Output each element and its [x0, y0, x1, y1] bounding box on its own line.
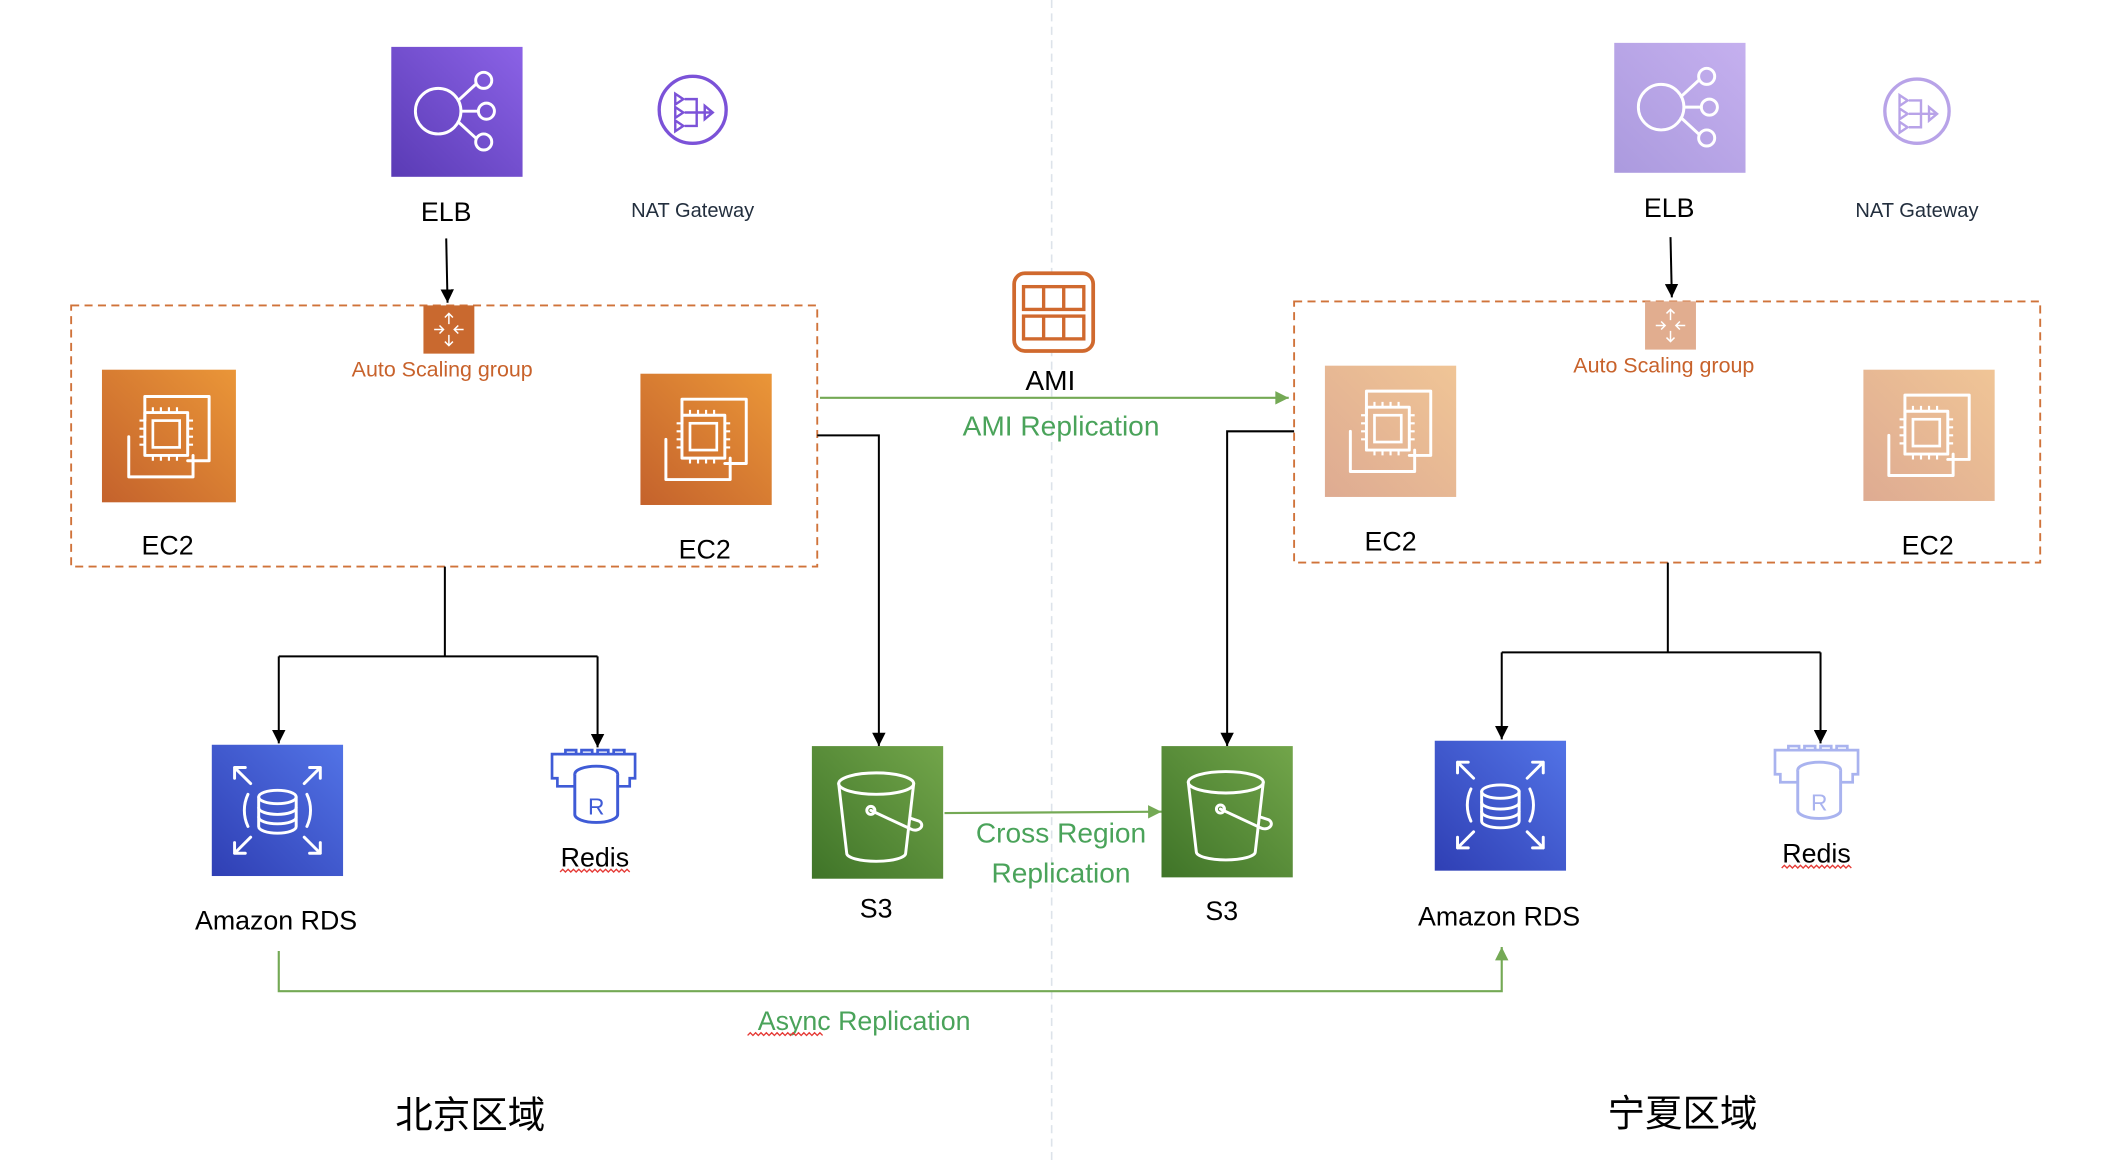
right-s3-label: S3: [1205, 896, 1238, 926]
left-redis-icon[interactable]: R: [550, 748, 637, 824]
region-title-ningxia: 宁夏区域: [1608, 1092, 1758, 1136]
svg-text:R: R: [1811, 789, 1827, 815]
left-s3-label: S3: [860, 894, 893, 924]
left-redis-spellcheck-squiggle: [559, 868, 631, 873]
cross-region-replication-label-line1: Cross Region: [976, 818, 1146, 849]
left-ec2-a-icon[interactable]: [101, 369, 236, 503]
left-asg-to-data-connector: [278, 566, 598, 658]
right-elb-label: ELB: [1644, 193, 1695, 223]
left-asg-label: Auto Scaling group: [352, 357, 533, 381]
right-redis-label: Redis: [1782, 839, 1850, 869]
left-nat-gateway-icon[interactable]: [657, 74, 728, 145]
right-elb-to-asg-arrow: [1664, 237, 1679, 298]
right-s3-icon[interactable]: [1161, 746, 1293, 878]
right-redis-spellcheck-squiggle: [1781, 864, 1852, 869]
left-elb-icon[interactable]: [391, 46, 523, 177]
left-nat-gateway-label: NAT Gateway: [631, 200, 754, 222]
ami-icon[interactable]: [1012, 271, 1096, 353]
right-auto-scaling-icon: [1645, 301, 1696, 350]
right-ec2-b-label: EC2: [1902, 531, 1954, 561]
svg-text:R: R: [588, 793, 604, 819]
right-redis-icon[interactable]: R: [1773, 744, 1860, 820]
ami-label: AMI: [1025, 365, 1075, 396]
right-asg-to-s3-arrow: [1220, 430, 1295, 747]
right-rds-label: Amazon RDS: [1418, 902, 1580, 932]
left-ec2-b-icon[interactable]: [640, 373, 772, 505]
left-elb-label: ELB: [421, 197, 472, 227]
left-redis-label: Redis: [561, 843, 629, 873]
left-rds-label: Amazon RDS: [195, 906, 357, 936]
right-elb-icon[interactable]: [1614, 42, 1746, 173]
cross-region-replication-arrow: [944, 805, 1162, 819]
async-replication-label: Async Replication: [758, 1006, 971, 1036]
right-ec2-a-icon[interactable]: [1324, 365, 1457, 497]
left-ec2-a-label: EC2: [142, 531, 194, 561]
left-rds-icon[interactable]: [211, 744, 344, 877]
right-asg-label: Auto Scaling group: [1573, 353, 1754, 377]
right-rds-icon[interactable]: [1434, 740, 1567, 871]
left-elb-to-asg-arrow: [440, 238, 454, 303]
right-nat-gateway-icon[interactable]: [1883, 77, 1951, 145]
ami-replication-label: AMI Replication: [963, 410, 1160, 441]
region-title-beijing: 北京区域: [395, 1093, 545, 1137]
left-ec2-b-label: EC2: [679, 535, 731, 565]
right-nat-gateway-label: NAT Gateway: [1855, 200, 1978, 222]
right-ec2-a-label: EC2: [1365, 527, 1417, 557]
left-asg-to-s3-arrow: [817, 434, 886, 747]
async-replication-arrow: [277, 947, 1509, 993]
async-spellcheck-squiggle: [747, 1031, 824, 1037]
left-auto-scaling-icon: [423, 305, 475, 354]
right-asg-to-data-connector: [1501, 562, 1821, 654]
cross-region-replication-label-line2: Replication: [991, 858, 1130, 889]
left-s3-icon[interactable]: [811, 746, 944, 879]
right-ec2-b-icon[interactable]: [1863, 369, 1995, 501]
